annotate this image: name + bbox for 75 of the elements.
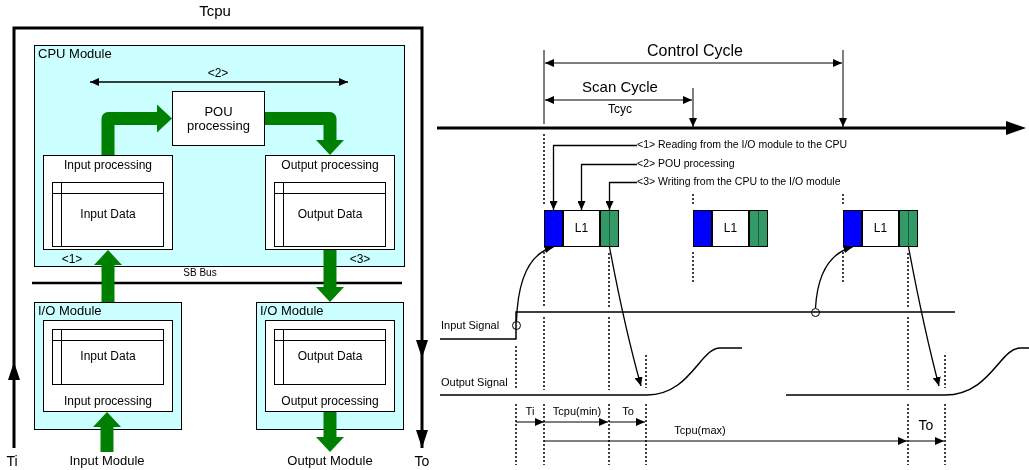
process-box	[862, 210, 899, 247]
signal-label: Input Signal	[441, 319, 500, 332]
time-label: Tcpu	[199, 3, 231, 20]
write-phase-bar	[600, 210, 619, 247]
flow-arrow	[265, 112, 344, 155]
data-label: Output Data	[297, 350, 363, 364]
data-table	[52, 182, 164, 247]
step-number: <2>	[207, 67, 229, 81]
process-label: Output processing	[281, 394, 379, 408]
process-label: Input processing	[63, 159, 153, 173]
arrow	[515, 246, 555, 322]
write-phase-bar	[749, 210, 768, 247]
process-label: Input processing	[63, 394, 153, 408]
time-label: To	[918, 418, 934, 434]
data-table	[274, 182, 386, 247]
time-label: Ti	[525, 405, 535, 418]
process-label: Output processing	[281, 159, 379, 173]
data-label: Input Data	[80, 207, 136, 222]
flow-arrow	[93, 412, 121, 452]
flow-arrow	[316, 250, 344, 302]
arrow	[608, 246, 643, 387]
task-label: L1	[574, 221, 589, 236]
time-label: Tcpu(max)	[674, 424, 726, 437]
time-label: Tcyc	[608, 103, 632, 117]
cycle-label: Control Cycle	[647, 42, 743, 60]
process-box	[563, 210, 600, 247]
flow-arrow	[316, 412, 344, 452]
arrow	[605, 181, 638, 211]
process-box	[265, 320, 395, 412]
callout-text: <3> Writing from the CPU to the I/O module	[637, 176, 841, 188]
read-phase-bar	[693, 210, 712, 247]
read-phase-bar	[843, 210, 862, 247]
task-label: L1	[723, 221, 738, 236]
arrow	[907, 246, 941, 387]
module-title: I/O Module	[260, 304, 324, 319]
callout-text: <2> POU processing	[637, 158, 735, 170]
process-box	[172, 91, 265, 146]
time-label: To	[622, 405, 634, 418]
flow-arrow	[94, 250, 122, 302]
read-phase-bar	[544, 210, 563, 247]
output-waveform	[786, 346, 1029, 397]
arrow	[814, 246, 854, 309]
arrow	[577, 163, 638, 211]
callout-text: <1> Reading from the I/O module to the CPU	[637, 139, 848, 151]
signal-change-marker	[512, 321, 521, 330]
step-number: <1>	[61, 253, 83, 267]
process-label: POU processing	[186, 104, 251, 133]
module-title: CPU Module	[38, 47, 112, 62]
write-phase-bar	[899, 210, 918, 247]
process-box	[265, 155, 395, 250]
task-label: L1	[873, 221, 888, 236]
arrow	[549, 144, 638, 211]
data-table	[52, 329, 164, 385]
time-label: To	[414, 454, 430, 470]
module-caption: Output Module	[287, 453, 373, 468]
signal-label: Output Signal	[441, 376, 508, 389]
module-caption: Input Module	[69, 453, 145, 468]
bus-label: SB Bus	[183, 267, 217, 278]
process-box	[712, 210, 749, 247]
module-title: I/O Module	[38, 304, 102, 319]
data-label: Input Data	[80, 350, 136, 364]
step-number: <3>	[349, 253, 371, 267]
time-label: Tcpu(min)	[552, 405, 602, 418]
module-box	[256, 302, 404, 430]
output-waveform	[440, 346, 742, 397]
module-box	[34, 45, 405, 267]
cycle-label: Scan Cycle	[582, 79, 658, 96]
data-label: Output Data	[297, 207, 363, 222]
time-label: Ti	[6, 454, 18, 470]
module-box	[34, 302, 182, 430]
process-box	[43, 155, 173, 250]
data-table	[274, 329, 386, 385]
flow-arrow	[101, 104, 172, 155]
signal-change-marker	[811, 308, 820, 317]
process-box	[43, 320, 173, 412]
